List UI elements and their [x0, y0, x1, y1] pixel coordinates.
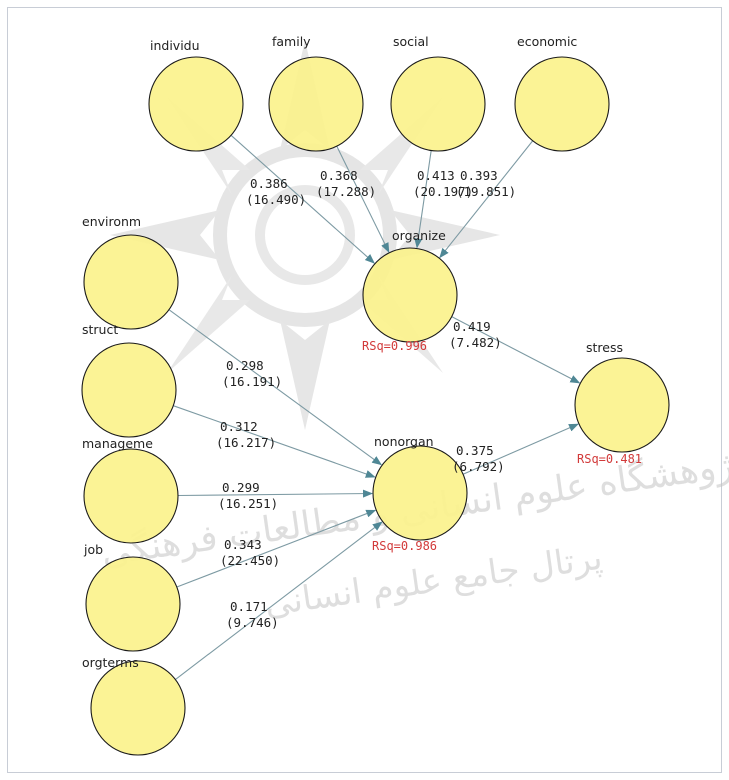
node-label-orgterms: orgterms — [82, 655, 139, 670]
path-coefficient-organize-stress: 0.419 — [453, 319, 491, 334]
path-tvalue-family-organize: (17.288) — [316, 184, 376, 199]
rsq-label-nonorgan: RSq=0.986 — [372, 539, 437, 553]
node-job[interactable] — [85, 556, 181, 652]
path-coefficient-economic-organize: 0.393 — [460, 168, 498, 183]
path-arrow-environm-nonorgan — [168, 309, 383, 466]
rsq-label-organize: RSq=0.996 — [362, 339, 427, 353]
path-arrow-orgterms-nonorgan — [175, 521, 383, 680]
path-tvalue-struct-nonorgan: (16.217) — [216, 435, 276, 450]
node-nonorgan[interactable] — [372, 445, 468, 541]
path-coefficient-nonorgan-stress: 0.375 — [456, 443, 494, 458]
node-environm[interactable] — [83, 234, 179, 330]
node-individu[interactable] — [148, 56, 244, 152]
path-tvalue-social-organize: (20.197) — [413, 184, 473, 199]
path-coefficient-individu-organize: 0.386 — [250, 176, 288, 191]
path-arrow-family-organize — [336, 145, 390, 253]
path-arrow-economic-organize — [439, 140, 534, 259]
path-tvalue-individu-organize: (16.490) — [246, 192, 306, 207]
node-struct[interactable] — [81, 342, 177, 438]
path-coefficient-job-nonorgan: 0.343 — [224, 537, 262, 552]
rsq-label-stress: RSq=0.481 — [577, 452, 642, 466]
path-coefficient-orgterms-nonorgan: 0.171 — [230, 599, 268, 614]
node-social[interactable] — [390, 56, 486, 152]
node-orgterms[interactable] — [90, 660, 186, 756]
node-label-social: social — [393, 34, 429, 49]
path-arrow-nonorgan-stress — [462, 423, 579, 475]
node-label-nonorgan: nonorgan — [374, 434, 434, 449]
node-label-family: family — [272, 34, 311, 49]
node-stress[interactable] — [574, 357, 670, 453]
node-organize[interactable] — [362, 247, 458, 343]
path-edges — [168, 134, 581, 680]
path-tvalue-environm-nonorgan: (16.191) — [222, 374, 282, 389]
node-label-stress: stress — [586, 340, 623, 355]
node-label-individu: individu — [150, 38, 200, 53]
path-arrow-social-organize — [414, 150, 432, 249]
path-arrow-manageme-nonorgan — [177, 489, 374, 498]
path-tvalue-organize-stress: (7.482) — [449, 335, 502, 350]
path-coefficient-family-organize: 0.368 — [320, 168, 358, 183]
path-tvalue-economic-organize: (19.851) — [456, 184, 516, 199]
node-family[interactable] — [268, 56, 364, 152]
path-tvalue-job-nonorgan: (22.450) — [220, 553, 280, 568]
path-coefficient-manageme-nonorgan: 0.299 — [222, 480, 260, 495]
path-arrow-organize-stress — [451, 316, 581, 384]
node-label-job: job — [83, 542, 103, 557]
path-coefficient-social-organize: 0.413 — [417, 168, 455, 183]
path-tvalue-orgterms-nonorgan: (9.746) — [226, 615, 279, 630]
node-label-manageme: manageme — [82, 436, 153, 451]
path-tvalue-manageme-nonorgan: (16.251) — [218, 496, 278, 511]
node-economic[interactable] — [514, 56, 610, 152]
node-label-struct: struct — [82, 322, 118, 337]
node-manageme[interactable] — [83, 448, 179, 544]
path-arrow-job-nonorgan — [176, 509, 377, 588]
path-coefficient-environm-nonorgan: 0.298 — [226, 358, 264, 373]
node-label-organize: organize — [392, 228, 446, 243]
path-arrow-individu-organize — [230, 134, 375, 264]
path-coefficient-struct-nonorgan: 0.312 — [220, 419, 258, 434]
path-tvalue-nonorgan-stress: (6.792) — [452, 459, 505, 474]
path-arrow-struct-nonorgan — [173, 405, 376, 478]
node-label-environm: environm — [82, 214, 141, 229]
edge-labels: 0.386(16.490)0.368(17.288)0.413(20.197)0… — [216, 168, 516, 630]
latent-nodes: individu family social economic environm stru… — [81, 34, 670, 756]
node-label-economic: economic — [517, 34, 577, 49]
